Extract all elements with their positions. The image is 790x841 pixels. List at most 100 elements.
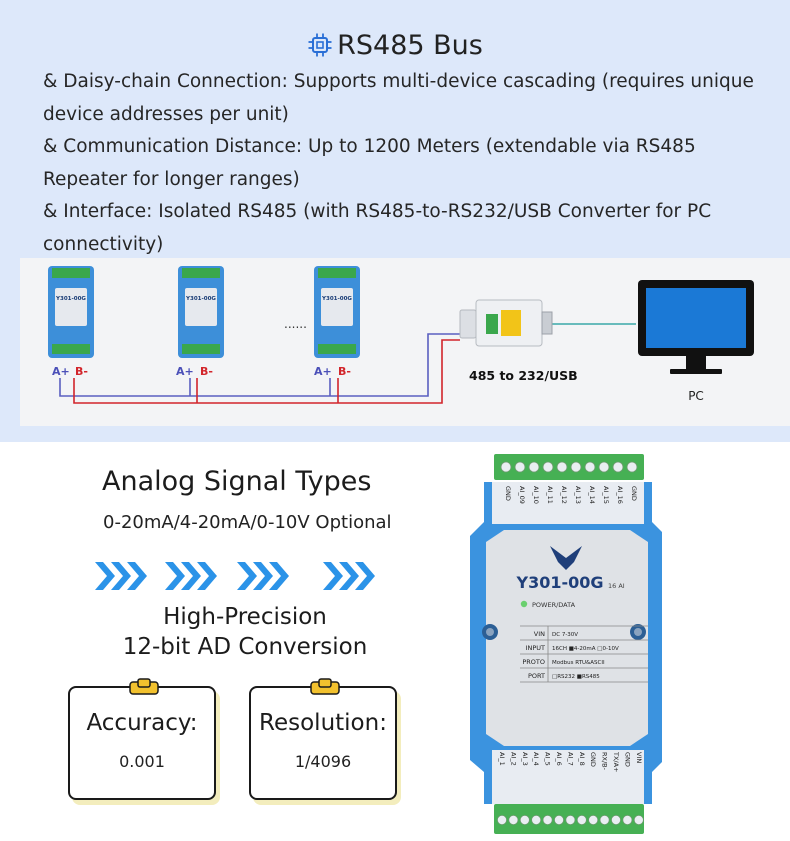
terminal-screw [556,461,568,473]
device-power-label: POWER/DATA [532,601,576,609]
module-2: Y301-00G [178,266,224,358]
chevron-right-icon [95,562,147,590]
chip-icon [308,33,332,57]
bottom-pin-label: AI_2 [509,752,517,766]
accuracy-value: 0.001 [119,752,165,771]
spec-key-input: INPUT [526,644,545,652]
terminal-screw [542,461,554,473]
resolution-label: Resolution: [259,710,387,736]
chevron-right-icon [165,562,217,590]
converter-device [459,299,553,347]
terminal-screw [528,461,540,473]
terminal-screw [599,814,610,825]
terminal-screw [497,814,508,825]
bottom-pin-label: AI_5 [544,752,552,766]
module-2-a: A+ [176,365,194,378]
pc-label: PC [688,389,704,403]
spec-value-input: 16CH ■4-20mA □0-10V [552,646,619,652]
diagram-ellipsis: ...... [284,317,307,331]
spec-value-port: □RS232 ■RS485 [552,674,600,680]
terminal-screw [598,461,610,473]
spec-key-proto: PROTO [522,658,545,666]
wiring-diagram-svg: Y301-00G A+ B- Y301-00G A+ B- ...... [48,266,754,404]
terminal-screw [542,814,553,825]
bottom-pin-label: AI_1 [498,752,506,766]
bottom-pin-label: AI_3 [521,752,529,766]
spec-value-vin: DC 7-30V [552,632,578,638]
terminal-screw [570,461,582,473]
chevron-right-icon [237,562,289,590]
top-pin-label: GND [504,486,512,501]
bullet-interface: & Interface: Isolated RS485 (with RS485-… [43,201,712,255]
precision-text: High-Precision 12-bit AD Conversion [60,602,430,662]
resolution-value: 1/4096 [294,752,352,771]
top-pin-label: AI_16 [616,486,624,504]
top-pin-label: AI_10 [532,486,540,504]
module-1: Y301-00G [48,266,94,358]
module-2-b: B- [200,365,213,378]
bottom-pin-label: AI_6 [555,752,563,766]
top-pin-label: AI_13 [574,486,582,504]
binder-clip-icon [129,678,159,695]
top-pin-label: GND [630,486,638,501]
terminal-screw [610,814,621,825]
chevron-arrows [95,562,375,590]
accuracy-card: Accuracy: 0.001 [68,678,216,800]
module-3-b: B- [338,365,351,378]
rs485-title-text: RS485 Bus [337,30,483,61]
accuracy-label: Accuracy: [86,710,198,736]
rs485-bullet-list: & Daisy-chain Connection: Supports multi… [43,66,783,261]
terminal-screw [508,814,519,825]
top-pin-label: AI_12 [560,486,568,504]
pc-monitor-icon [638,280,754,374]
a-line [59,333,460,397]
precision-line-1: High-Precision [163,604,327,630]
module-1-b: B- [75,365,88,378]
bottom-pin-label: GND [623,752,631,767]
device-model-suffix: 16 AI [608,582,625,590]
spec-value-proto: Modbus RTU&ASCII [552,660,605,666]
analog-subtitle: 0-20mA/4-20mA/0-10V Optional [103,512,392,533]
terminal-screw [514,461,526,473]
terminal-screw [531,814,542,825]
top-pin-label: AI_15 [602,486,610,504]
bottom-pin-label: AI_4 [532,752,540,766]
bullet-distance: & Communication Distance: Up to 1200 Met… [43,136,696,190]
bottom-pin-label: RX/B- [601,752,609,771]
bottom-pin-label: AI_8 [578,752,586,766]
spec-key-vin: VIN [534,630,545,638]
terminal-screw [576,814,587,825]
module-3-label: Y301-00G [321,296,352,302]
terminal-screw [633,814,644,825]
bottom-pin-label: AI_7 [566,752,574,766]
rs485-title: RS485 Bus [0,30,790,61]
wiring-diagram: Y301-00G A+ B- Y301-00G A+ B- ...... [20,258,790,426]
module-3: Y301-00G [314,266,360,358]
bullet-daisy-chain: & Daisy-chain Connection: Supports multi… [43,71,754,125]
spec-key-port: PORT [528,672,545,680]
terminal-screw [554,814,565,825]
terminal-screw [626,461,638,473]
rs485-section: RS485 Bus & Daisy-chain Connection: Supp… [0,0,790,442]
module-2-label: Y301-00G [185,296,216,302]
top-pin-label: AI_14 [588,486,596,504]
terminal-screw [500,461,512,473]
resolution-card: Resolution: 1/4096 [249,678,397,800]
analog-title: Analog Signal Types [102,466,372,497]
precision-line-2: 12-bit AD Conversion [122,634,368,660]
top-pin-label: AI_11 [546,486,554,504]
terminal-screw [584,461,596,473]
chevron-right-icon [323,562,375,590]
bottom-pin-label: TX/A+ [612,751,620,773]
device-model: Y301-00G [515,573,603,592]
top-pin-label: AI_09 [518,486,526,504]
module-3-a: A+ [314,365,332,378]
converter-label: 485 to 232/USB [469,368,578,383]
terminal-screw [612,461,624,473]
module-1-a: A+ [52,365,70,378]
terminal-screw [588,814,599,825]
b-line [73,339,460,404]
terminal-screw [622,814,633,825]
bottom-pin-label: GND [589,752,597,767]
